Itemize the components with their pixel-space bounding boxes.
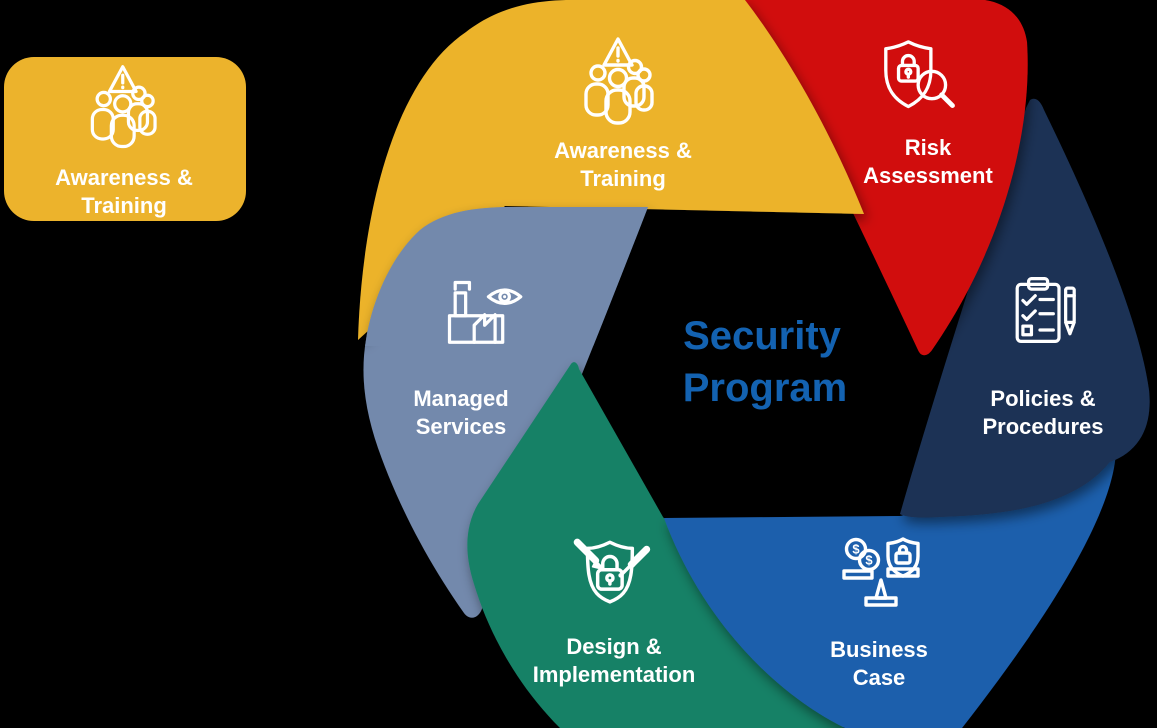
card-label-line2: Training bbox=[81, 193, 167, 218]
label-managed-line1: Managed bbox=[413, 386, 508, 411]
awareness-training-card-background bbox=[4, 57, 246, 221]
center-title: Security Program bbox=[683, 314, 848, 410]
label-policies-line1: Policies & bbox=[990, 386, 1095, 411]
segment-business-case-shape bbox=[664, 452, 1116, 728]
label-awareness-line1: Awareness & bbox=[554, 138, 692, 163]
segment-risk-assessment-shape bbox=[745, 0, 1028, 356]
center-title-line2: Program bbox=[683, 366, 848, 410]
label-risk-line1: Risk bbox=[905, 135, 952, 160]
label-business-line2: Case bbox=[853, 665, 906, 690]
label-managed-line2: Services bbox=[416, 414, 507, 439]
segment-awareness-training-shape bbox=[358, 0, 864, 340]
label-business-line1: Business bbox=[830, 637, 928, 662]
label-policies-line2: Procedures bbox=[982, 414, 1103, 439]
label-risk-line2: Assessment bbox=[863, 163, 993, 188]
label-awareness-line2: Training bbox=[580, 166, 666, 191]
center-title-line1: Security bbox=[683, 314, 842, 358]
label-design-line2: Implementation bbox=[533, 662, 696, 687]
segment-labels: Awareness & Training Risk Assessment Pol… bbox=[413, 135, 1103, 690]
awareness-training-card: Awareness & Training bbox=[4, 57, 246, 221]
label-design-line1: Design & bbox=[566, 634, 661, 659]
segment-managed-services-head-patch bbox=[365, 207, 648, 346]
card-label-line1: Awareness & bbox=[55, 165, 193, 190]
segment-policies-procedures-shape bbox=[900, 98, 1150, 518]
